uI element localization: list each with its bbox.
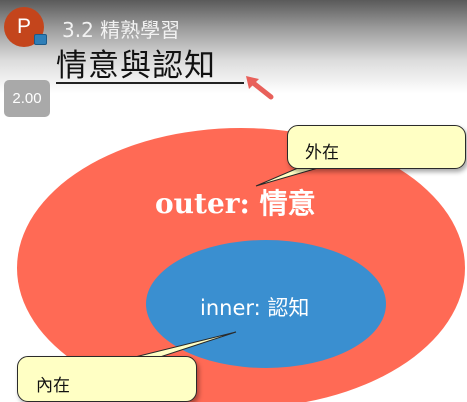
playback-speed-badge[interactable]: 2.00	[4, 80, 50, 117]
outer-ellipse-label: outer: 情意	[155, 187, 316, 220]
channel-avatar-initial: P	[16, 15, 31, 38]
channel-badge-icon	[34, 34, 47, 45]
inner-ellipse	[146, 240, 386, 368]
slide-title: 情意與認知	[56, 48, 216, 84]
inner-ellipse-label: inner: 認知	[200, 296, 310, 320]
callout-inner: 內在	[17, 356, 197, 402]
pointer-arrow-icon	[246, 76, 274, 100]
callout-outer: 外在	[287, 125, 466, 169]
title-underline	[56, 82, 244, 84]
callout-outer-text: 外在	[305, 143, 339, 163]
video-top-gradient	[0, 0, 467, 110]
video-title[interactable]: 3.2 精熟學習	[62, 18, 181, 42]
callout-inner-text: 內在	[36, 376, 70, 396]
